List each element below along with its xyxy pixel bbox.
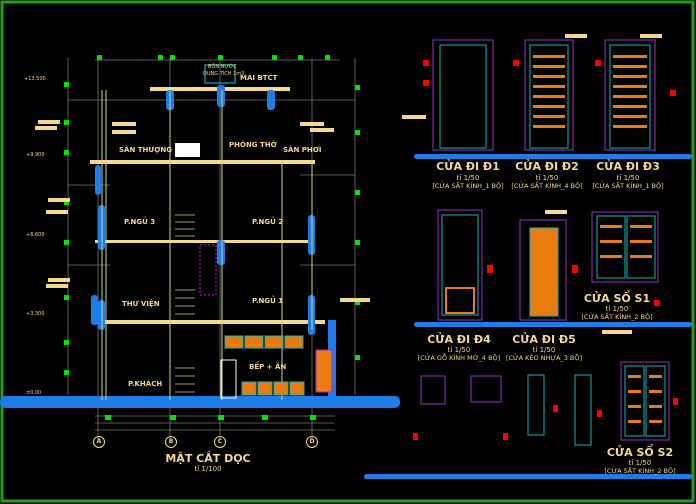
detail-scale-d2: tỉ 1/50	[535, 174, 559, 182]
detail-scale-d3: tỉ 1/50	[616, 174, 640, 182]
section-gridlines	[67, 58, 356, 440]
staircase	[175, 214, 195, 393]
grid-markers	[64, 55, 360, 420]
wall-lines	[101, 90, 313, 400]
level-tag: +3.300	[26, 311, 45, 317]
room-label-bep-an: BẾP + ĂN	[249, 363, 287, 371]
level-tag: +6.600	[26, 232, 45, 238]
room-label-san-phoi: SÂN PHƠI	[283, 146, 322, 154]
annotation-tags	[35, 34, 662, 334]
detail-title-d4: CỬA ĐI Đ4	[427, 333, 491, 346]
tank-label: BỒN NƯỚC	[208, 64, 237, 70]
stair-void	[199, 244, 217, 296]
detail-note-s2: [CỬA SẮT KÍNH_2 BỘ]	[604, 467, 676, 475]
walls	[0, 85, 692, 479]
detail-note-d4: [CỬA GỖ KÍNH MỜ_4 BỘ]	[417, 354, 501, 362]
level-tag: ±0.00	[26, 390, 42, 396]
door-details	[420, 39, 670, 446]
room-label-p-ngu-3: P.NGỦ 3	[124, 218, 156, 226]
roof-label: MÁI BTCT	[240, 74, 278, 82]
detail-scale-d5: tỉ 1/50	[532, 346, 556, 354]
room-label-thu-vien: THƯ VIỆN	[122, 300, 160, 308]
detail-title-d2: CỬA ĐI Đ2	[515, 160, 579, 173]
detail-note-d2: [CỬA SẮT KÍNH_4 BỘ]	[511, 182, 583, 190]
detail-scale-s1: tỉ 1/50	[605, 305, 629, 313]
detail-scale-d4: tỉ 1/50	[447, 346, 471, 354]
room-label-san-thuong: SÂN THƯỢNG	[119, 146, 172, 154]
section-title: MẶT CẮT DỌC	[165, 452, 251, 465]
fridge	[220, 359, 237, 399]
door-section	[315, 349, 333, 393]
room-label-p-ngu-1: P.NGỦ 1	[252, 297, 284, 305]
axis-bubble-d: D	[306, 436, 318, 448]
detail-title-s2: CỬA SỔ S2	[606, 446, 674, 459]
room-label-p-khach: P.KHÁCH	[128, 380, 163, 388]
tank-sub-label: DUNG TÍCH 1m3	[203, 71, 245, 77]
axis-bubble-a: A	[93, 436, 105, 448]
room-label-phong-tho: PHÒNG THỜ	[229, 141, 277, 149]
detail-note-d1: [CỬA SẮT KÍNH_1 BỘ]	[432, 182, 504, 190]
axis-bubble-c: C	[214, 436, 226, 448]
room-label-p-ngu-2: P.NGỦ 2	[252, 218, 284, 226]
parapet-block	[175, 143, 200, 157]
detail-scale-d1: tỉ 1/50	[456, 174, 480, 182]
detail-note-d5: [CỬA KÉO NHỰA_3 BỘ]	[505, 354, 583, 362]
detail-note-d3: [CỬA SẮT KÍNH_1 BỘ]	[592, 182, 664, 190]
section-scale: tỉ 1/100	[194, 465, 222, 473]
detail-title-d5: CỬA ĐI Đ5	[512, 333, 576, 346]
detail-title-s1: CỬA SỔ S1	[583, 292, 651, 305]
door-slats	[445, 55, 662, 423]
detail-title-d3: CỬA ĐI Đ3	[596, 160, 660, 173]
level-tag: +9.900	[26, 152, 45, 158]
axis-bubble-b: B	[165, 436, 177, 448]
water-tank	[204, 64, 236, 84]
kitchen-cabinets	[224, 335, 305, 396]
level-tag: +13.500	[24, 76, 46, 82]
detail-title-d1: CỬA ĐI Đ1	[436, 160, 500, 173]
floor-slabs	[90, 87, 335, 407]
dimension-markers	[413, 60, 678, 440]
detail-scale-s2: tỉ 1/50	[628, 459, 652, 467]
detail-note-s1: [CỬA SẮT KÍNH_2 BỘ]	[581, 313, 653, 321]
